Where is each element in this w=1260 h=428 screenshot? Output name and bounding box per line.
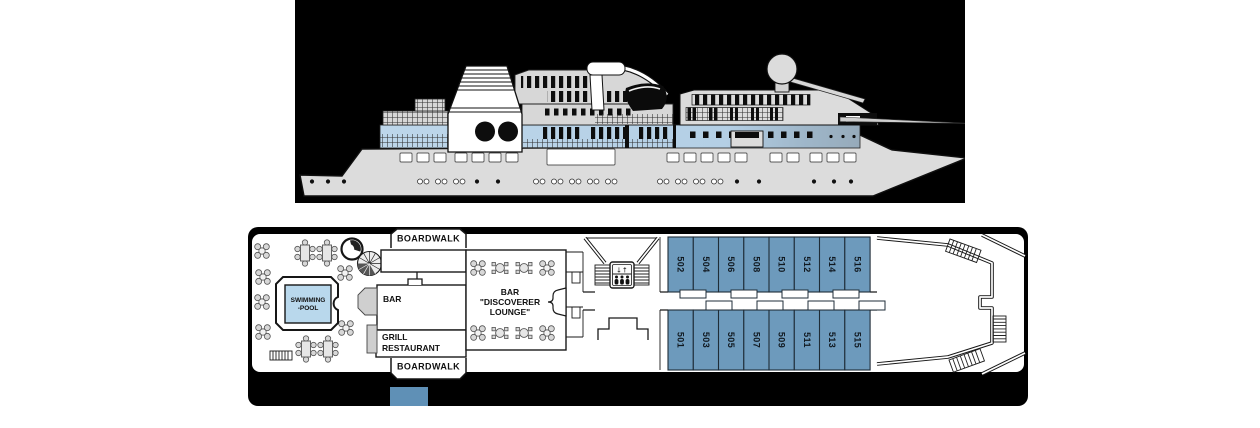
cabin-507[interactable]: 507 [743, 309, 770, 371]
stairwell-steps [597, 317, 649, 340]
aft-deckhouse [382, 98, 466, 126]
cabin-number: 504 [701, 256, 711, 272]
sun-loungers-icon [269, 350, 293, 361]
cabin-506[interactable]: 506 [717, 236, 745, 293]
cabin-515[interactable]: 515 [844, 309, 871, 371]
cabin-number: 508 [751, 256, 761, 272]
cabin-number: 513 [827, 332, 837, 348]
cabin-number: 516 [852, 256, 862, 272]
grill-counter [366, 324, 378, 354]
bar-label: BAR [383, 294, 401, 304]
deckhouse-room [380, 249, 467, 273]
grill-label-line2: RESTAURANT [382, 343, 441, 353]
crane-and-lifeboat [586, 61, 670, 111]
legend-cabin-color-swatch [390, 387, 428, 406]
lounge-label-line3: LOUNGE" [490, 307, 530, 317]
svg-text:↓↑: ↓↑ [616, 267, 628, 275]
cabin-number: 503 [701, 332, 711, 348]
lifeboat [625, 83, 667, 111]
swimming-pool: SWIMMING -POOL [275, 276, 339, 331]
bridge-superstructure [679, 89, 965, 148]
boardwalk-bottom: BOARDWALK [390, 358, 467, 380]
stair-lobby: ↓↑ [583, 236, 661, 370]
service-rooms [566, 251, 584, 338]
lounge-entrance-notch [547, 287, 567, 317]
cabin-503[interactable]: 503 [692, 309, 720, 371]
bow-structure [876, 233, 1026, 376]
lounge-label-line1: BAR [501, 287, 519, 297]
cabin-512[interactable]: 512 [793, 236, 821, 293]
cabin-513[interactable]: 513 [818, 309, 846, 371]
cabin-516[interactable]: 516 [844, 236, 871, 293]
spiral-staircase-icon [356, 250, 383, 277]
grill-label-line1: GRILL [382, 332, 408, 342]
lounge-label-line2: "DISCOVERER [480, 297, 540, 307]
cabin-number: 510 [777, 256, 787, 272]
cabin-number: 507 [751, 332, 761, 348]
cabin-504[interactable]: 504 [692, 236, 720, 293]
corridor [583, 291, 877, 311]
pool-water [284, 284, 332, 324]
cabin-number: 515 [852, 332, 862, 348]
ladder-icon [992, 315, 1007, 343]
cabins-bottom-row: 501 503 505 507 509 511 513 515 [667, 309, 871, 371]
cabin-502[interactable]: 502 [667, 236, 694, 293]
bow-spar [839, 116, 965, 124]
cabin-number: 506 [726, 256, 736, 272]
boardwalk-top: BOARDWALK [390, 228, 467, 248]
corridor-door-notches [679, 289, 886, 311]
cabin-number: 512 [802, 256, 812, 272]
cabin-510[interactable]: 510 [768, 236, 795, 293]
cabin-number: 511 [802, 332, 812, 348]
funnel [447, 65, 523, 153]
tender-boat [586, 61, 626, 76]
boardwalk-top-label: BOARDWALK [397, 234, 460, 244]
bar-room: BAR [376, 278, 467, 331]
grill-restaurant-room: GRILL RESTAURANT [375, 329, 467, 358]
bar-counter [357, 287, 378, 316]
cabin-508[interactable]: 508 [743, 236, 770, 293]
ship-profile-panel [295, 0, 965, 203]
pool-label-line1: SWIMMING [291, 297, 326, 304]
deck-plan: SWIMMING -POOL BAR [248, 227, 1028, 406]
cabin-number: 509 [777, 332, 787, 348]
jacuzzi-icon [340, 237, 364, 261]
cabin-number: 505 [726, 332, 736, 348]
ship-profile-illustration [295, 0, 965, 203]
cabin-505[interactable]: 505 [717, 309, 745, 371]
stairs-icon [948, 348, 986, 373]
cabins-top-row: 502 504 506 508 510 512 514 516 [667, 236, 871, 293]
cabin-number: 502 [676, 256, 686, 272]
pool-label-line2: -POOL [298, 305, 319, 312]
boardwalk-bottom-label: BOARDWALK [397, 362, 460, 372]
cabin-514[interactable]: 514 [818, 236, 846, 293]
hull-windows [399, 148, 857, 166]
cabin-number: 514 [827, 256, 837, 272]
cabin-number: 501 [676, 332, 686, 348]
elevator-icon: ↓↑ [609, 261, 635, 289]
cabin-509[interactable]: 509 [768, 309, 795, 371]
hull-portholes [309, 178, 854, 185]
discoverer-lounge: BAR "DISCOVERER LOUNGE" [465, 249, 567, 351]
radar-dome [766, 53, 866, 104]
cabin-501[interactable]: 501 [667, 309, 694, 371]
stairs-icon [944, 238, 982, 264]
cabin-511[interactable]: 511 [793, 309, 821, 371]
deck-plan-panel: SWIMMING -POOL BAR [248, 227, 1028, 406]
